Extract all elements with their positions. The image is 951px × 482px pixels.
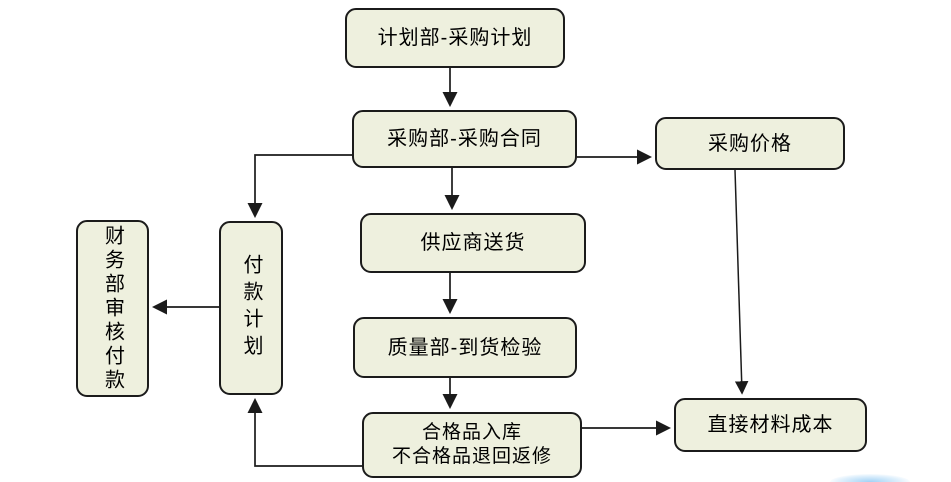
node-label: 财务部审核付款 xyxy=(101,224,124,393)
node-supplier-delivery: 供应商送货 xyxy=(360,213,586,273)
node-label: 质量部-到货检验 xyxy=(387,336,543,359)
watermark-smudge xyxy=(830,474,910,482)
node-finance-dept-audit-payment: 财务部审核付款 xyxy=(76,220,149,397)
node-planning-dept-purchase-plan: 计划部-采购计划 xyxy=(345,8,565,68)
node-label: 供应商送货 xyxy=(420,232,526,254)
edge-contract-to-payment-plan xyxy=(247,154,352,219)
node-direct-material-cost: 直接材料成本 xyxy=(674,398,867,452)
node-label-line-2: 不合格品退回返修 xyxy=(391,446,552,467)
node-label: 直接材料成本 xyxy=(707,414,834,436)
node-payment-plan: 付款计划 xyxy=(219,221,283,395)
node-label: 计划部-采购计划 xyxy=(377,27,533,49)
node-quality-dept-arrival-inspection: 质量部-到货检验 xyxy=(353,317,577,378)
node-label: 付款计划 xyxy=(240,254,262,362)
node-qualified-warehousing-unqualified-return: 合格品入库 不合格品退回返修 xyxy=(362,412,582,478)
edge-price-to-material-cost xyxy=(734,169,749,395)
node-label: 采购部-采购合同 xyxy=(387,128,542,150)
node-purchasing-dept-purchase-contract: 采购部-采购合同 xyxy=(352,110,577,168)
node-label-line-1: 合格品入库 xyxy=(421,422,522,444)
node-label: 合格品入库 不合格品退回返修 xyxy=(392,421,552,469)
node-label: 采购价格 xyxy=(708,132,792,155)
node-purchase-price: 采购价格 xyxy=(655,117,845,170)
edge-warehouse-to-payment-plan xyxy=(247,397,362,467)
